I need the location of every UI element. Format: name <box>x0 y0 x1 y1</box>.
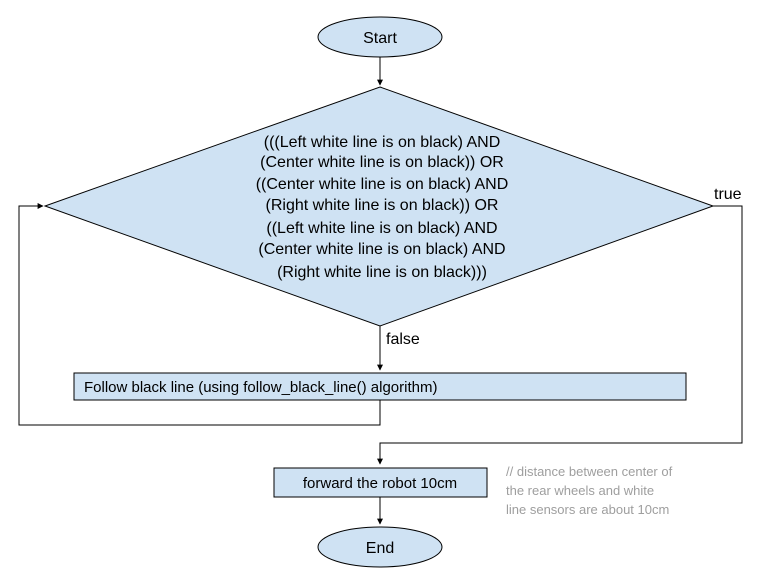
arrow-true-branch <box>377 205 743 465</box>
decision-node: (((Left white line is on black) AND (Cen… <box>43 86 715 327</box>
decision-line-6: (Center white line is on black) AND <box>258 241 505 258</box>
follow-step-node: Follow black line (using follow_black_li… <box>73 372 687 401</box>
comment-note: // distance between center of the rear w… <box>506 464 673 517</box>
start-node: Start <box>317 16 443 58</box>
end-node: End <box>317 526 443 568</box>
follow-step-label: Follow black line (using follow_black_li… <box>84 379 437 396</box>
decision-line-2: (Center white line is on black)) OR <box>260 154 504 171</box>
decision-line-3: ((Center white line is on black) AND <box>256 176 509 193</box>
comment-line-3: line sensors are about 10cm <box>506 502 669 517</box>
comment-line-1: // distance between center of <box>506 464 673 479</box>
decision-line-4: (Right white line is on black)) OR <box>266 197 499 214</box>
end-label: End <box>366 540 394 557</box>
forward-step-node: forward the robot 10cm <box>273 467 488 498</box>
decision-line-7: (Right white line is on black))) <box>277 264 487 281</box>
decision-line-5: ((Left white line is on black) AND <box>266 220 497 237</box>
forward-step-label: forward the robot 10cm <box>303 475 457 492</box>
decision-line-1: (((Left white line is on black) AND <box>264 134 501 151</box>
false-label: false <box>386 331 420 348</box>
start-label: Start <box>363 30 397 47</box>
true-label: true <box>714 186 742 203</box>
arrow-loop-back <box>18 203 381 426</box>
comment-line-2: the rear wheels and white <box>506 483 654 498</box>
